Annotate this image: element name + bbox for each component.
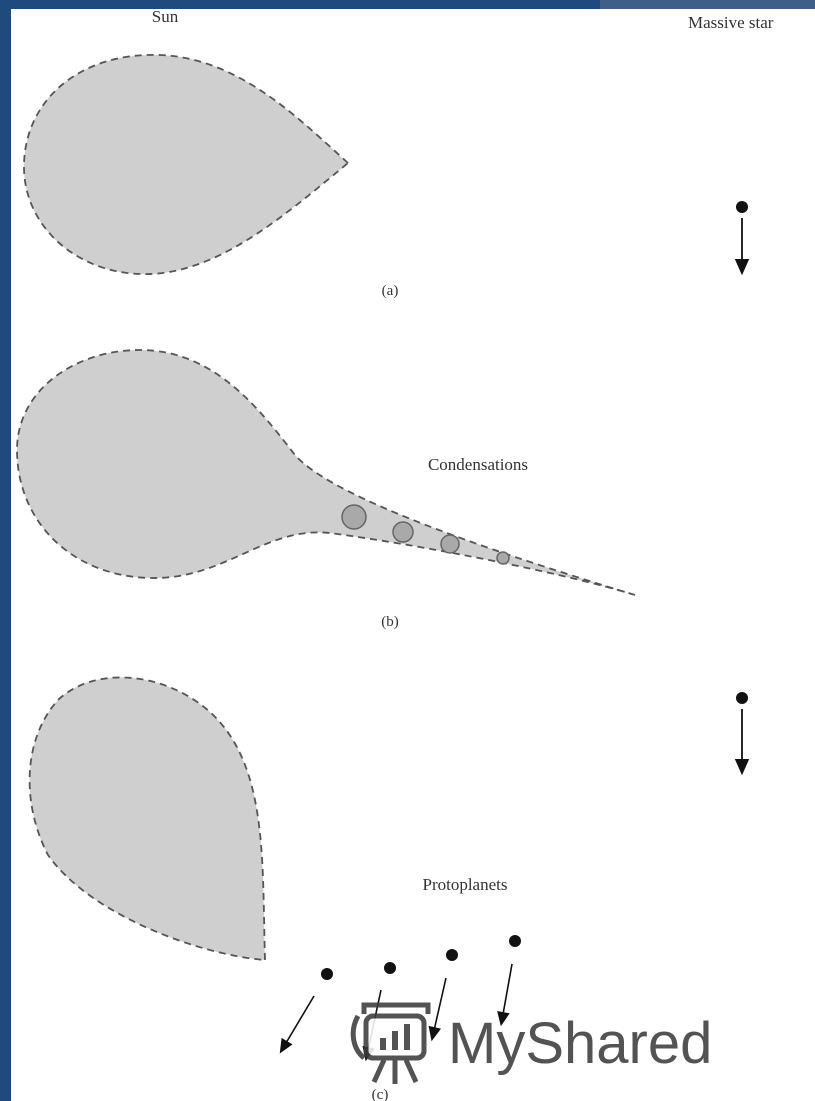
sun-cloud-a — [23, 54, 350, 275]
protoplanets-label: Protoplanets — [423, 875, 508, 894]
protoplanet-arrow-1 — [279, 995, 315, 1054]
condensation-1 — [341, 504, 367, 530]
watermark-text: MyShared — [448, 1011, 712, 1076]
watermark: MyShared — [350, 1002, 712, 1084]
condensation-4 — [496, 551, 510, 565]
protoplanet-arrow-3 — [428, 977, 447, 1042]
panel-label-b: (b) — [381, 614, 399, 630]
sun-cloud-b — [16, 349, 636, 596]
protoplanet-1 — [321, 968, 333, 980]
panel-label-a: (a) — [382, 283, 399, 299]
protoplanet-2 — [384, 962, 396, 974]
condensation-2 — [392, 521, 414, 543]
massive-star-label: Massive star — [688, 13, 774, 32]
protoplanet-4 — [509, 935, 521, 947]
presentation-board-icon — [350, 1002, 431, 1084]
condensation-3 — [440, 534, 460, 554]
protoplanet-arrow-4 — [497, 963, 513, 1027]
sun-label: Sun — [152, 7, 179, 26]
massive-star-dot-a — [736, 201, 748, 213]
protoplanet-3 — [446, 949, 458, 961]
condensations-label: Condensations — [428, 455, 528, 474]
panel-label-c: (c) — [372, 1087, 389, 1101]
massive-star-dot-c — [736, 692, 748, 704]
sun-cloud-c — [28, 676, 266, 961]
